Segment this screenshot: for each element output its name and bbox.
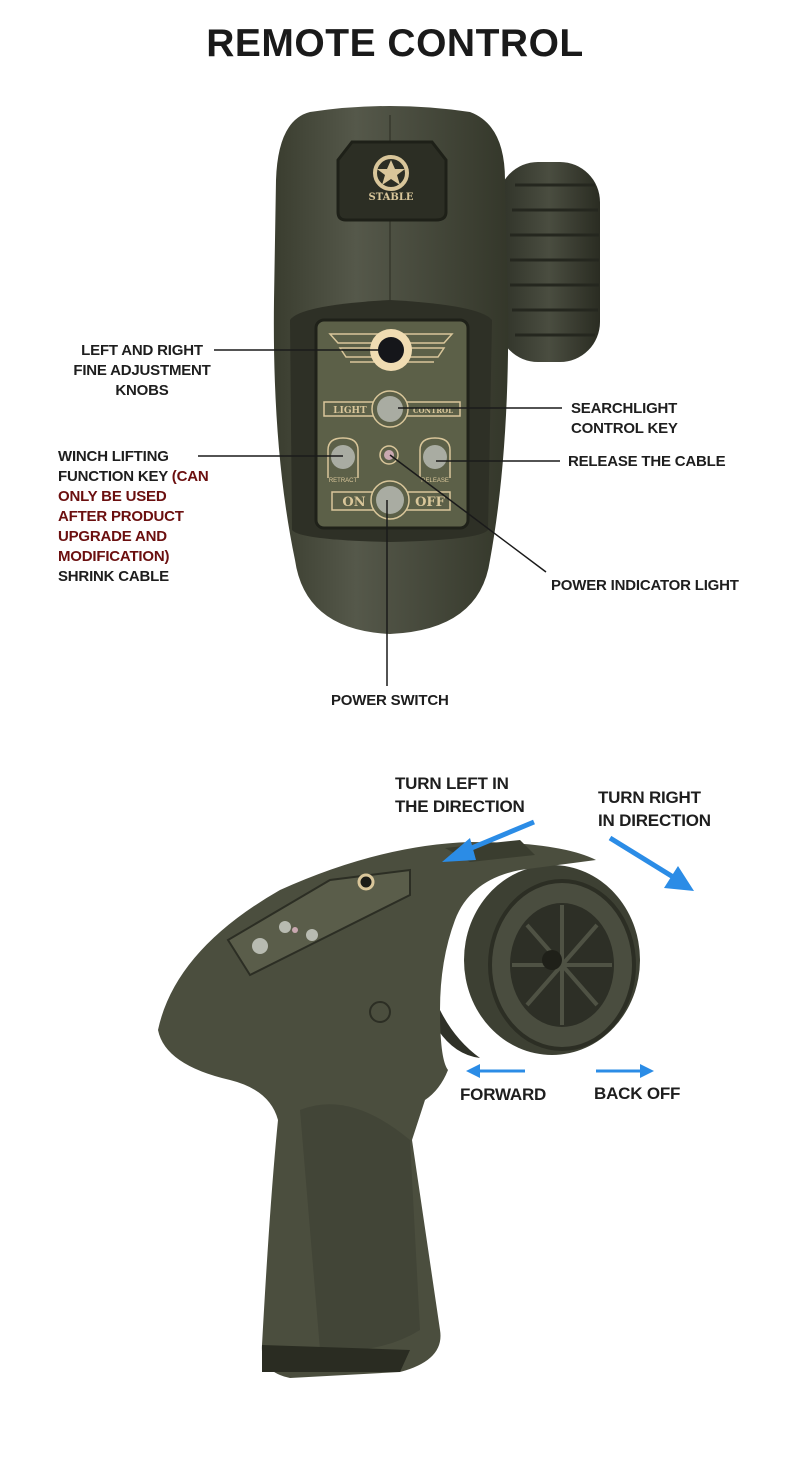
turn-right-arrow (608, 835, 694, 891)
callout-power-indicator-light: POWER INDICATOR LIGHT (551, 577, 739, 594)
callout-line: FUNCTION KEY (CAN (58, 467, 209, 487)
svg-text:LIGHT: LIGHT (333, 406, 367, 416)
callout-note: (CAN (171, 468, 209, 485)
callout-text: FUNCTION KEY (58, 468, 172, 485)
callout-line: KNOBS (115, 382, 169, 399)
callout-fine-adjustment-knobs: LEFT AND RIGHT FINE ADJUSTMENT KNOBS (66, 341, 218, 401)
stable-logo-badge: STABLE (336, 140, 448, 222)
label-line: TURN LEFT IN (395, 774, 509, 793)
back-off-arrow (596, 1064, 654, 1078)
label-line: IN DIRECTION (598, 811, 711, 830)
page-title: REMOTE CONTROL (206, 22, 584, 65)
callout-power-switch: POWER SWITCH (331, 692, 449, 709)
turn-left-arrow (442, 819, 535, 862)
callout-line: SHRINK CABLE (58, 568, 169, 585)
pistol-grip-controller (158, 840, 640, 1378)
label-back-off: BACK OFF (594, 1084, 681, 1103)
callout-line: WINCH LIFTING (58, 448, 169, 465)
callout-line: LEFT AND RIGHT (81, 342, 203, 359)
callout-line: FINE ADJUSTMENT (73, 362, 211, 379)
callout-release-cable: RELEASE THE CABLE (568, 453, 726, 470)
direction-arrows (442, 819, 694, 1078)
label-turn-right: TURN RIGHT IN DIRECTION (598, 786, 711, 832)
forward-arrow (466, 1064, 525, 1078)
retract-button[interactable] (331, 445, 355, 469)
callout-line: CONTROL KEY (571, 420, 678, 437)
svg-text:RELEASE: RELEASE (421, 478, 449, 484)
svg-text:ON: ON (342, 495, 365, 510)
callout-note: AFTER PRODUCT (58, 508, 184, 525)
power-indicator-light (384, 450, 394, 460)
searchlight-button[interactable] (377, 396, 403, 422)
svg-text:CONTROL: CONTROL (413, 406, 453, 415)
callout-lines (198, 349, 562, 686)
fine-adjust-knob (378, 337, 404, 363)
label-line: THE DIRECTION (395, 797, 525, 816)
label-forward: FORWARD (460, 1085, 547, 1104)
svg-text:RETRACT: RETRACT (329, 478, 358, 484)
callout-note: UPGRADE AND (58, 528, 167, 545)
svg-text:OFF: OFF (415, 495, 446, 510)
callout-line: SEARCHLIGHT (571, 400, 678, 417)
callout-note: ONLY BE USED (58, 488, 167, 505)
callout-winch-lifting-key: WINCH LIFTING FUNCTION KEY (CAN ONLY BE … (58, 447, 209, 587)
svg-text:STABLE: STABLE (369, 192, 414, 203)
label-turn-left: TURN LEFT IN THE DIRECTION (395, 772, 525, 818)
label-line: TURN RIGHT (598, 788, 701, 807)
power-switch-button[interactable] (376, 486, 404, 514)
release-button[interactable] (423, 445, 447, 469)
callout-searchlight-control-key: SEARCHLIGHT CONTROL KEY (571, 399, 678, 439)
steering-wheel-side (498, 162, 600, 362)
callout-note: MODIFICATION) (58, 548, 170, 565)
